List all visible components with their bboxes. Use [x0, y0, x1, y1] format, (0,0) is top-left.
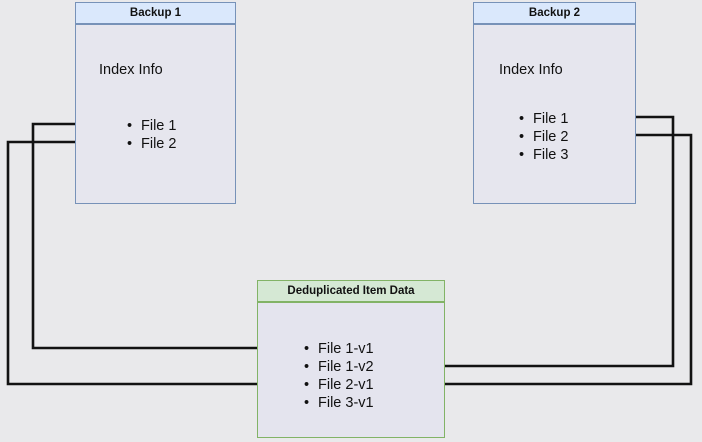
list-item[interactable]: File 2 — [519, 128, 568, 146]
list-item[interactable]: File 1-v2 — [304, 358, 374, 376]
node-backup-1[interactable]: Backup 1 Index Info File 1 File 2 — [75, 2, 236, 204]
list-item[interactable]: File 1 — [519, 110, 568, 128]
backup-2-index-info-label: Index Info — [499, 62, 563, 78]
deduplicated-file-list: File 1-v1 File 1-v2 File 2-v1 File 3-v1 — [304, 340, 374, 412]
backup-1-index-info-label: Index Info — [99, 62, 163, 78]
list-item[interactable]: File 1-v1 — [304, 340, 374, 358]
node-backup-2-header: Backup 2 — [473, 2, 636, 24]
node-deduplicated-item-data-body: File 1-v1 File 1-v2 File 2-v1 File 3-v1 — [257, 302, 445, 438]
list-item[interactable]: File 3 — [519, 146, 568, 164]
node-backup-2-body: Index Info File 1 File 2 File 3 — [473, 24, 636, 204]
node-backup-1-header: Backup 1 — [75, 2, 236, 24]
list-item[interactable]: File 2 — [127, 135, 176, 153]
backup-1-file-list: File 1 File 2 — [127, 117, 176, 153]
node-deduplicated-item-data[interactable]: Deduplicated Item Data File 1-v1 File 1-… — [257, 280, 445, 438]
list-item[interactable]: File 2-v1 — [304, 376, 374, 394]
list-item[interactable]: File 3-v1 — [304, 394, 374, 412]
node-deduplicated-item-data-header: Deduplicated Item Data — [257, 280, 445, 302]
node-backup-2[interactable]: Backup 2 Index Info File 1 File 2 File 3 — [473, 2, 636, 204]
list-item[interactable]: File 1 — [127, 117, 176, 135]
node-backup-1-body: Index Info File 1 File 2 — [75, 24, 236, 204]
backup-2-file-list: File 1 File 2 File 3 — [519, 110, 568, 164]
